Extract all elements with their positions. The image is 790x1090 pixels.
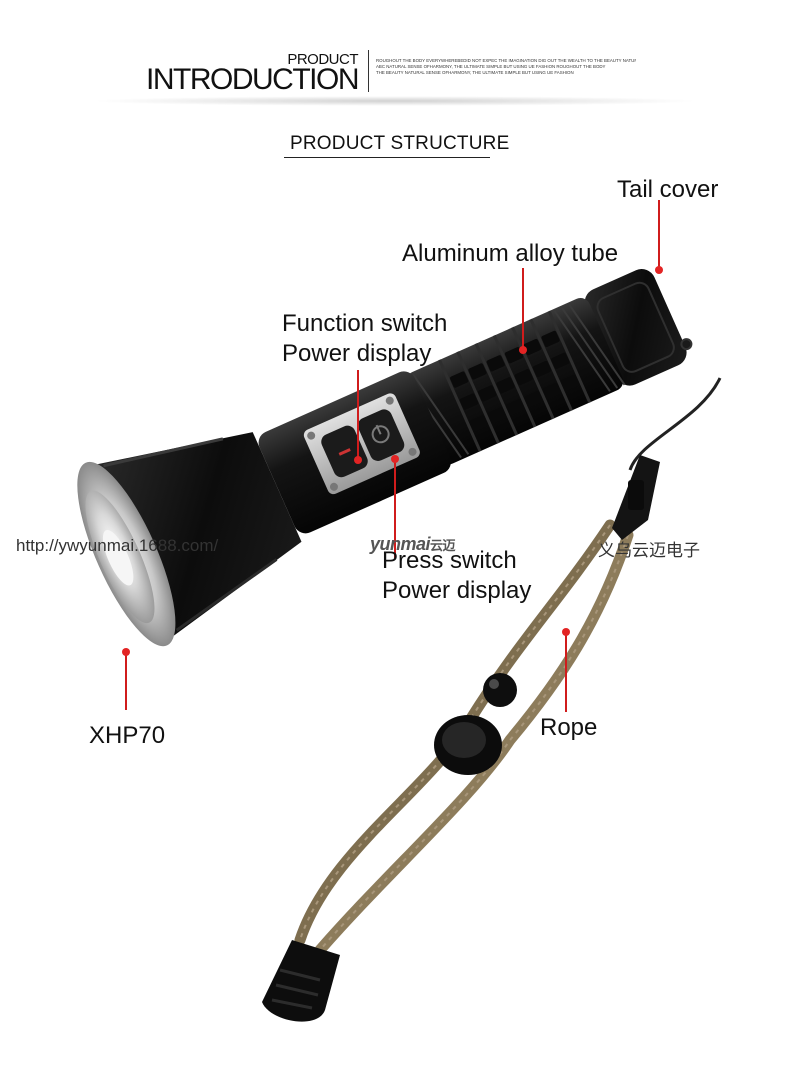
- aluminum-alloy-tube: [404, 298, 626, 465]
- rope-bead: [483, 673, 517, 707]
- watermark-company: 义乌云迈电子: [598, 541, 700, 560]
- watermark-brand: yunmai云迈: [370, 534, 456, 555]
- leader-dot-alloy-tube: [519, 346, 527, 354]
- header-blurb-line: ROUGHOUT THE BODY EVERYWHEREBEDID NOT EX…: [376, 58, 636, 63]
- header-shadow: [90, 96, 700, 106]
- leader-dot-press-switch: [391, 455, 399, 463]
- label-press-power-display: Power display: [382, 577, 532, 604]
- rope-clip: [612, 455, 660, 540]
- leader-alloy-tube: [522, 268, 524, 350]
- section-title-underline: [284, 157, 490, 158]
- label-xhp70: XHP70: [89, 722, 166, 749]
- switch-section: [258, 371, 451, 534]
- leader-dot-function-switch: [354, 456, 362, 464]
- label-function-power-display: Power display: [282, 340, 432, 367]
- header-blurb-line: ABC NATURAL SENSE OFHARMONY, THE ULTIMAT…: [376, 64, 606, 69]
- header-separator: [368, 50, 369, 92]
- section-title: PRODUCT STRUCTURE: [290, 133, 510, 154]
- leader-dot-led: [122, 648, 130, 656]
- press-switch-button: [357, 409, 405, 461]
- leader-rope: [565, 632, 567, 712]
- leader-tail-cover: [658, 200, 660, 270]
- header-blurb: ROUGHOUT THE BODY EVERYWHEREBEDID NOT EX…: [376, 58, 636, 76]
- leader-function-switch: [357, 370, 359, 460]
- label-rope: Rope: [540, 714, 598, 741]
- leader-dot-rope: [562, 628, 570, 636]
- label-press-switch: Press switch: [382, 547, 517, 574]
- header-small-title: PRODUCT: [287, 51, 358, 68]
- watermark-brand-latin: yunmai: [370, 534, 431, 554]
- leader-led: [125, 652, 127, 710]
- label-tail-cover: Tail cover: [617, 176, 719, 203]
- leader-press-switch: [394, 458, 396, 558]
- switch-plate: [303, 393, 420, 495]
- leader-dot-tail-cover: [655, 266, 663, 274]
- header-blurb-line: THE BEAUTY NATURAL SENSE OFHARMONY, THE …: [376, 70, 574, 75]
- rope-end-cap: [262, 940, 340, 1022]
- rope-stopper: [434, 715, 502, 775]
- watermark-url: http://ywyunmai.1688.com/: [16, 536, 219, 555]
- xhp70-led-bezel: [77, 461, 176, 647]
- watermark-brand-cn: 云迈: [430, 538, 456, 553]
- label-aluminum-alloy-tube: Aluminum alloy tube: [402, 240, 619, 267]
- label-function-switch: Function switch: [282, 310, 448, 337]
- flashlight-head: [92, 432, 302, 639]
- header-big-title: INTRODUCTION: [146, 63, 359, 96]
